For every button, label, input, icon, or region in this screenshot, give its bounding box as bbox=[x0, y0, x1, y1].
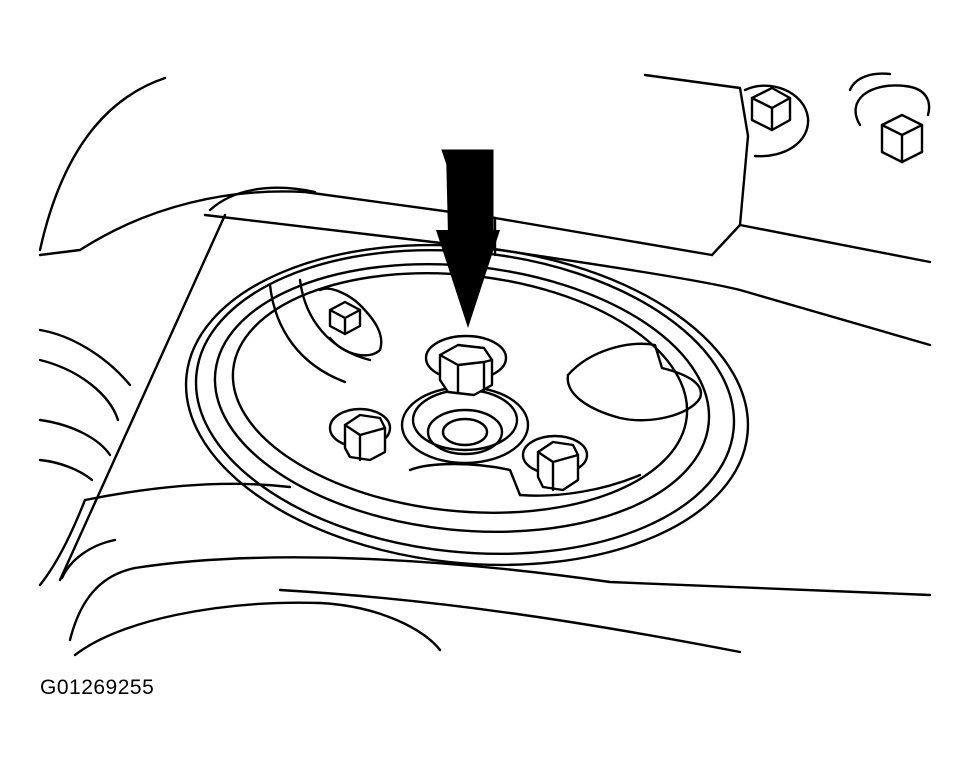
right-bolt bbox=[521, 434, 589, 492]
top-right-bolt-1 bbox=[743, 84, 810, 158]
left-bolt bbox=[328, 407, 392, 462]
top-center-bolt bbox=[424, 334, 508, 397]
top-right-bolt-2 bbox=[848, 72, 931, 164]
upper-body-panel bbox=[38, 73, 932, 264]
figure-id-label: G01269255 bbox=[40, 676, 155, 699]
center-strut-shaft bbox=[400, 385, 530, 465]
callout-arrow bbox=[436, 149, 500, 328]
recess-bolt bbox=[328, 300, 362, 336]
